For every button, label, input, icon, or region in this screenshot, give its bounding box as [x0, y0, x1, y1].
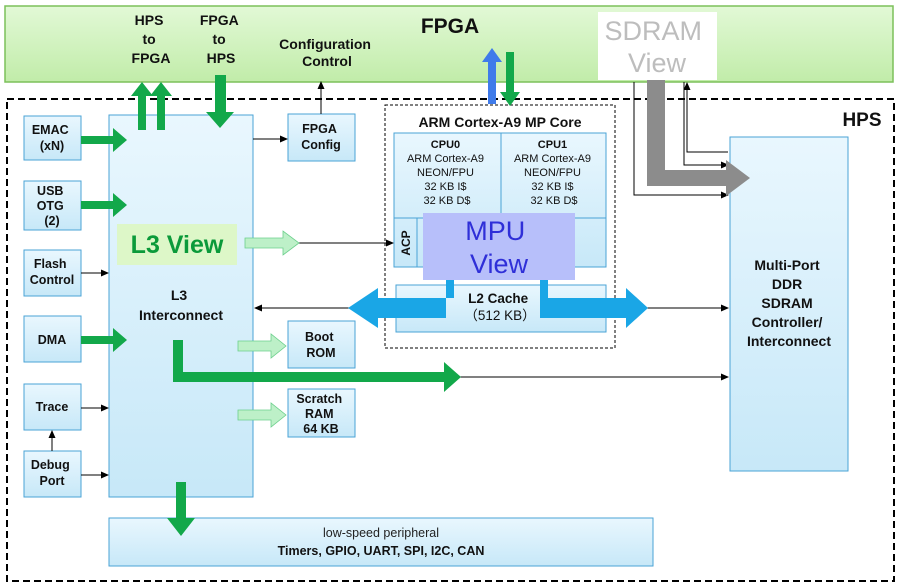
low-speed-peripheral-title: low-speed peripheral [323, 526, 439, 540]
mpu-view-label: MPU View [465, 216, 533, 279]
conn-fpga-sdram-2 [683, 82, 729, 169]
boot-rom-block[interactable] [287, 320, 356, 369]
mpu-view-box [423, 213, 575, 280]
arrow-l3-to-sdram [173, 340, 461, 392]
emac-label: EMAC (xN) [32, 123, 72, 153]
emac-block[interactable] [23, 115, 82, 161]
cpu0-label: CPU0 ARM Cortex-A9 NEON/FPU 32 KB I$ 32 … [407, 139, 487, 207]
fpga-region [4, 5, 894, 83]
arrow-hps-to-fpga-2 [150, 82, 172, 130]
debug-port-label: Debug Port [31, 458, 73, 488]
arrow-fpga-to-hps [206, 75, 234, 128]
arrow-mpu-to-fpga-blue [482, 48, 502, 104]
arrow-l3-to-bootrom-light [237, 333, 287, 359]
sdram-controller-block[interactable] [729, 136, 849, 472]
arrow-l2-to-sdram-blue [540, 280, 648, 328]
arrow-l3-to-acp-light [244, 230, 300, 256]
arrow-l3-to-scratchram-light [237, 402, 287, 428]
scratch-ram-block[interactable] [287, 388, 356, 438]
mp-core-region [384, 104, 616, 349]
hps-region [6, 98, 895, 582]
l3-view-box [117, 224, 237, 265]
flash-control-block[interactable] [23, 249, 82, 297]
arrow-l3-to-peripheral [167, 482, 195, 536]
label-configuration-control: Configuration Control [279, 36, 375, 69]
arrow-emac-l3 [81, 128, 127, 152]
cpu1-label: CPU1 ARM Cortex-A9 NEON/FPU 32 KB I$ 32 … [514, 139, 594, 207]
low-speed-peripheral-list: Timers, GPIO, UART, SPI, I2C, CAN [278, 544, 485, 558]
arrow-fpga-to-sdram-gray [647, 80, 750, 196]
arrow-mpu-to-fpga-green [500, 52, 520, 106]
arrow-dma-l3 [81, 328, 127, 352]
conn-sdram-fpga [683, 82, 728, 153]
l3-interconnect-label: L3 Interconnect [139, 287, 223, 323]
fpga-config-label: FPGA Config [301, 122, 341, 152]
arrow-hps-to-fpga-1 [131, 82, 153, 130]
label-fpga-to-hps: FPGA to HPS [200, 12, 242, 66]
acp-label: ACP [399, 230, 413, 255]
sdram-controller-label: Multi-Port DDR SDRAM Controller/ Interco… [747, 257, 831, 349]
l3-view-label: L3 View [131, 231, 224, 259]
trace-block[interactable] [23, 383, 82, 431]
usb-otg-label: USB OTG (2) [37, 184, 68, 228]
boot-rom-label: Boot ROM [305, 330, 337, 360]
low-speed-peripheral-block[interactable] [108, 517, 654, 567]
fpga-title: FPGA [421, 15, 479, 38]
hps-title: HPS [842, 110, 881, 131]
dma-block[interactable] [23, 315, 82, 363]
arrow-l2-to-l3-blue [348, 280, 454, 328]
trace-label: Trace [36, 400, 69, 414]
sdram-view-box [598, 12, 717, 80]
arrow-usb-l3 [81, 193, 127, 217]
conn-fpga-sdram-1 [633, 82, 729, 199]
flash-control-label: Flash Control [30, 257, 74, 287]
fpga-config-block[interactable] [287, 113, 356, 162]
dma-label: DMA [38, 333, 66, 347]
l3-interconnect-block[interactable] [108, 114, 254, 498]
l2-cache-label: L2 Cache （512 KB） [464, 291, 535, 323]
mp-core-title: ARM Cortex-A9 MP Core [418, 114, 581, 130]
label-hps-to-fpga: HPS to FPGA [132, 12, 171, 66]
scratch-ram-label: Scratch RAM 64 KB [296, 392, 345, 436]
sdram-view-label: SDRAM View [604, 16, 709, 78]
